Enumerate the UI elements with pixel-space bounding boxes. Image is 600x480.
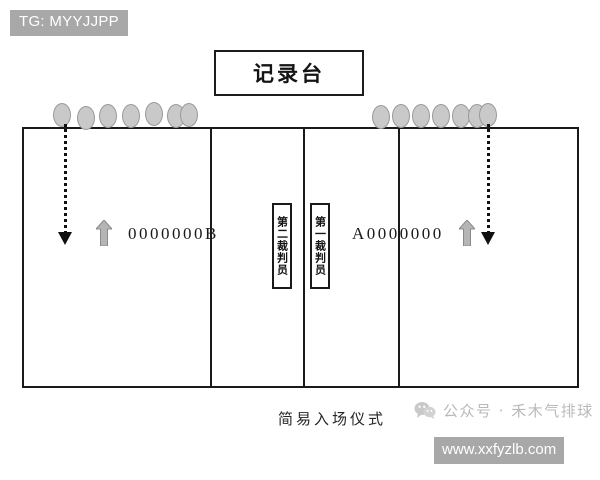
player-oval [392, 104, 410, 128]
player-oval [53, 103, 71, 127]
team-a-up-arrow-icon [459, 220, 475, 246]
wechat-icon [414, 401, 436, 420]
player-oval [372, 105, 390, 129]
court [22, 127, 579, 388]
wechat-credit-label: 公众号 · 禾木气排球 [443, 402, 594, 420]
left-path-down-arrow-icon [58, 232, 72, 245]
diagram-caption: 简易入场仪式 [278, 410, 387, 428]
right-entry-path [487, 124, 490, 234]
scorer-table-box: 记录台 [214, 50, 364, 96]
left-entry-path [64, 124, 67, 234]
right-path-down-arrow-icon [481, 232, 495, 245]
attack-line-left [210, 129, 212, 386]
watermark-url: www.xxfyzlb.com [434, 437, 565, 464]
watermark-tag: TG: MYYJJPP [10, 10, 128, 36]
second-referee-label: 第二裁判员 [275, 216, 289, 276]
first-referee-box: 第一裁判员 [310, 203, 330, 289]
first-referee-label: 第一裁判员 [313, 216, 327, 276]
second-referee-box: 第二裁判员 [272, 203, 292, 289]
player-oval [180, 103, 198, 127]
team-a-label: A0000000 [352, 224, 444, 243]
player-oval [145, 102, 163, 126]
team-b-label: 0000000B [128, 224, 219, 243]
attack-line-right [398, 129, 400, 386]
player-oval [412, 104, 430, 128]
player-oval [432, 104, 450, 128]
wechat-credit: 公众号 · 禾木气排球 [414, 400, 594, 421]
player-oval [122, 104, 140, 128]
team-b-up-arrow-icon [96, 220, 112, 246]
scorer-table-label: 记录台 [253, 62, 325, 86]
center-net-line [303, 129, 305, 386]
player-oval [77, 106, 95, 130]
player-oval [99, 104, 117, 128]
